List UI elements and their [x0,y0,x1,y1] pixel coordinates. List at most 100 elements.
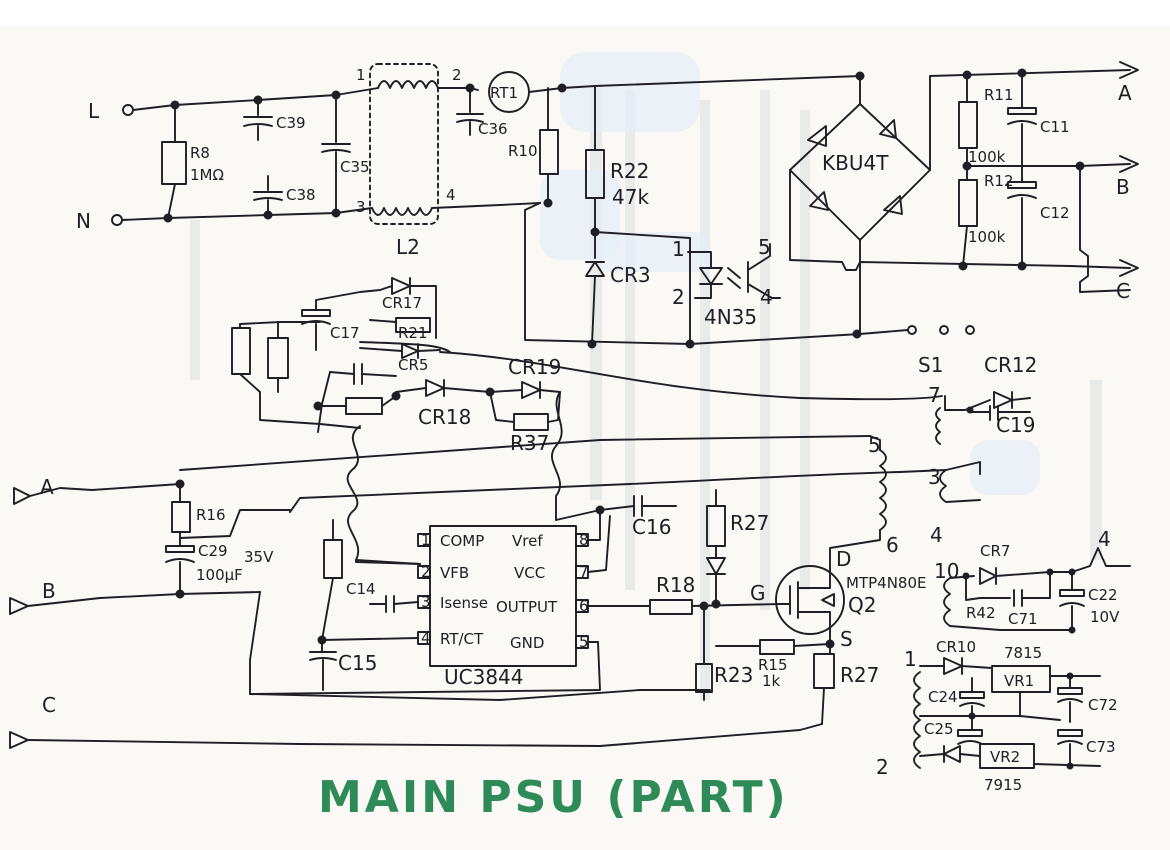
winding-pin7-label: 7 [928,383,941,407]
secondary-section [913,547,1131,770]
c22-label: C22 [1088,586,1118,604]
secondary-labels: 10 CR7 R42 C71 C22 10V 4 CR10 7815 VR1 V… [876,527,1120,794]
mosfet-labels: D G S MTP4N80E Q2 R15 1k R27 [750,547,926,690]
q2-part-label: MTP4N80E [846,574,926,592]
opto-pin4-label: 4 [760,285,773,309]
c19-label: C19 [996,413,1035,437]
neutral-input-label: N [76,209,91,233]
ic-pin4: 4 [421,629,431,647]
controller-labels: C14 C15 C16 1 2 3 4 8 7 6 5 COMP VFB Ise… [338,511,769,689]
r8-label: R8 [190,144,210,162]
ic-pin7: 7 [579,563,589,581]
r37-label: R37 [510,431,549,455]
ic-gnd: GND [510,634,544,652]
ic-vfb: VFB [440,564,469,582]
aux-supply-labels: CR17 C17 R21 CR5 CR18 CR19 R37 [330,294,561,455]
cr19-label: CR19 [508,355,561,379]
c72-label: C72 [1088,696,1118,714]
c11-label: C11 [1040,118,1070,136]
feedback-b-label: B [42,579,56,603]
q2-gate-label: G [750,581,766,605]
winding-pin5-label: 5 [868,433,881,457]
r16-label: R16 [196,506,226,524]
ic-rtct: RT/CT [440,630,484,648]
output-b-label: B [1116,175,1130,199]
winding-pin4-label: 4 [930,523,943,547]
ic-part-label: UC3844 [444,665,524,689]
c29-label: C29 [198,542,228,560]
r8-value: 1MΩ [190,166,224,184]
l2-pin3-label: 3 [356,198,366,216]
c39-label: C39 [276,114,306,132]
l2-label: L2 [396,235,420,259]
vr2-label: VR2 [990,748,1020,766]
s1-label: S1 [918,353,943,377]
c73-label: C73 [1086,738,1116,756]
feedback-inputs-section [9,479,823,749]
r27-bottom-label: R27 [840,663,879,687]
correction-fluid-marks [540,52,1040,495]
r12-label: R12 [984,172,1014,190]
cr5-label: CR5 [398,356,428,374]
cr10-label: CR10 [936,638,976,656]
c71-label: C71 [1008,610,1038,628]
ic-vref: Vref [512,532,543,550]
r11-value: 100k [968,148,1006,166]
c17-label: C17 [330,324,360,342]
secondary-pin2-label: 2 [876,755,889,779]
output-4-label: 4 [1098,527,1111,551]
cr7-label: CR7 [980,542,1010,560]
ic-pin2: 2 [421,563,431,581]
reg-7815-label: 7815 [1004,644,1042,662]
ic-pin1: 1 [421,531,431,549]
r10-label: R10 [508,142,538,160]
ic-pin6: 6 [579,597,589,615]
l2-pin1-label: 1 [356,66,366,84]
r15-value: 1k [762,672,781,690]
output-c-label: C [1116,279,1130,303]
opto-pin1-label: 1 [672,237,685,261]
c36-label: C36 [478,120,508,138]
cr3-label: CR3 [610,263,651,287]
r22-label: R22 [610,159,649,183]
c12-label: C12 [1040,204,1070,222]
c16-label: C16 [632,515,671,539]
winding-pin3-label: 3 [928,465,941,489]
reg-7915-label: 7915 [984,776,1022,794]
mains-labels: L N R8 1MΩ C39 C38 C35 C36 1 2 3 4 L2 RT… [76,66,538,259]
r12-value: 100k [968,228,1006,246]
opto-pin2-label: 2 [672,285,685,309]
c22-value: 10V [1090,608,1120,626]
bridge-labels: KBU4T R11 100k R12 100k C11 C12 A B C S1 [822,81,1132,377]
ic-output: OUTPUT [496,598,558,616]
r27-top-label: R27 [730,511,769,535]
c38-label: C38 [286,186,316,204]
r11-label: R11 [984,86,1014,104]
ic-comp: COMP [440,532,484,550]
aux-supply-section [179,277,947,565]
c29-value: 100µF [196,566,243,584]
c24-label: C24 [928,688,958,706]
r22-value: 47k [612,185,649,209]
q2-drain-label: D [836,547,851,571]
r18-label: R18 [656,573,695,597]
cr18-label: CR18 [418,405,471,429]
ic-isense: Isense [440,594,488,612]
output-a-label: A [1118,81,1132,105]
ic-pin8: 8 [579,531,589,549]
c25-label: C25 [924,720,954,738]
ic-pin3: 3 [421,593,431,611]
feedback-c-label: C [42,693,56,717]
c14-label: C14 [346,580,376,598]
l2-pin4-label: 4 [446,186,456,204]
q2-label: Q2 [848,593,876,617]
r15-label: R15 [758,656,788,674]
bridge-section [789,61,1139,335]
feedback-labels: A B C R16 C29 35V 100µF [40,475,274,717]
startup-labels: R22 47k CR3 1 2 5 4 4N35 [610,159,773,329]
l2-pin2-label: 2 [452,66,462,84]
c29-voltage: 35V [244,548,274,566]
opto-pin5-label: 5 [758,235,771,259]
vr1-label: VR1 [1004,672,1034,690]
